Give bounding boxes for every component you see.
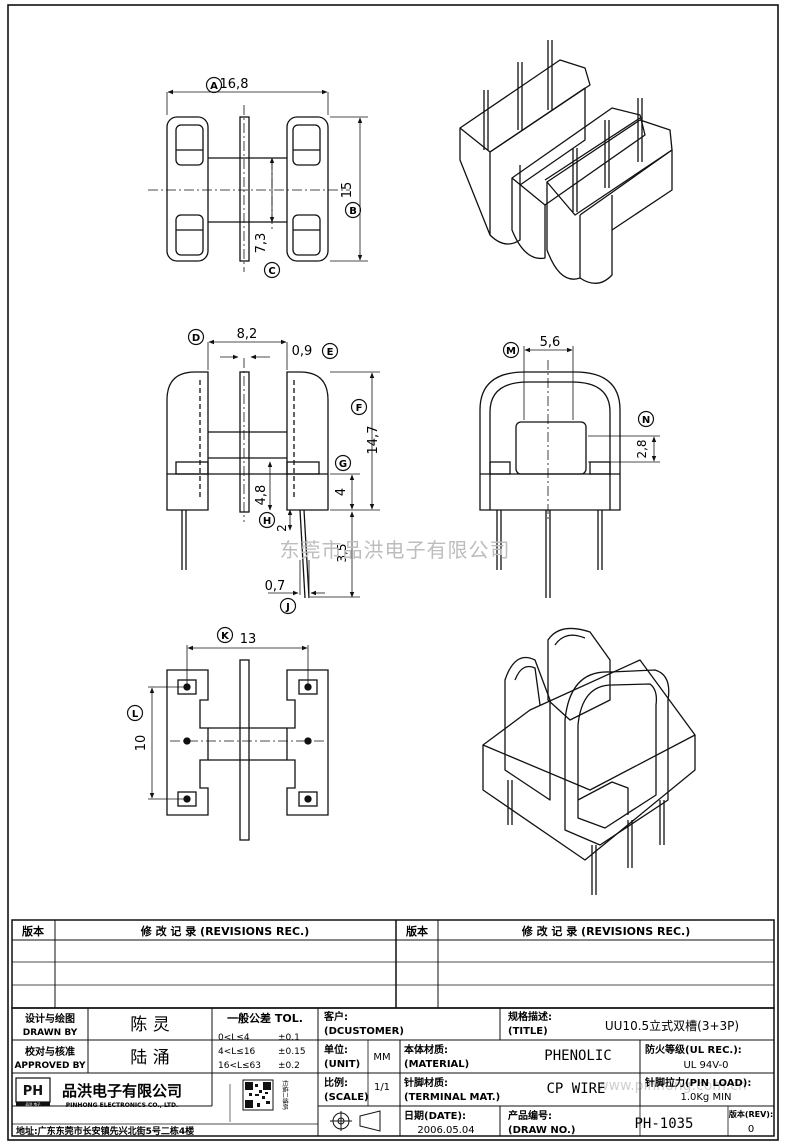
dim-b-value: 15 — [340, 182, 355, 199]
bottom-view — [166, 659, 329, 841]
rev-col-version-left: 版本 — [22, 924, 44, 938]
projection-symbol-icon — [330, 1110, 381, 1132]
tolerance-val-2: ±0.15 — [278, 1047, 306, 1057]
label-b: B — [349, 206, 357, 217]
drawno-label-cn: 产品编号: — [508, 1109, 552, 1122]
fire-value: UL 94V-0 — [683, 1060, 728, 1071]
top-view — [148, 105, 350, 272]
circled-labels: A B C D E F G H J K L M N — [126, 76, 655, 722]
title-block-grid — [11, 1007, 775, 1137]
unit-label-en: (UNIT) — [324, 1059, 360, 1070]
pinload-value: 1.0Kg MIN — [680, 1092, 731, 1103]
qr-caption: 扫描二维码 — [281, 1080, 289, 1110]
rev-col-version-right: 版本 — [406, 924, 428, 938]
tolerance-range-3: 16<L≤63 — [218, 1061, 261, 1071]
spec-label-cn: 规格描述: — [508, 1010, 552, 1023]
scale-label-cn: 比例: — [324, 1076, 348, 1089]
spec-value: UU10.5立式双槽(3+3P) — [605, 1018, 739, 1033]
label-j: J — [285, 602, 290, 613]
label-l: L — [132, 709, 139, 720]
pinload-label: 针脚拉力(PIN LOAD): — [645, 1076, 751, 1089]
label-e: E — [327, 347, 334, 358]
customer-label-cn: 客户: — [323, 1010, 348, 1023]
designer-label-cn: 设计与绘图 — [25, 1012, 75, 1025]
label-d: D — [192, 333, 200, 344]
dim-g-value: 4 — [334, 488, 349, 496]
label-f: F — [356, 403, 363, 414]
company-name-en: PINHONG ELECTRONICS CO., LTD. — [66, 1102, 178, 1109]
designer-name: 陈 灵 — [130, 1015, 169, 1035]
watermark-right: www.pinhong.com.cn — [597, 1078, 747, 1094]
label-g: G — [339, 459, 347, 470]
date-value: 2006.05.04 — [417, 1125, 474, 1136]
label-m: M — [506, 346, 516, 357]
scale-label-en: (SCALE) — [324, 1092, 369, 1103]
tolerance-val-3: ±0.2 — [278, 1061, 300, 1071]
company-address: 地址:广东东莞市长安镇先兴北街5号二栋4楼 — [16, 1125, 194, 1137]
dim-h-value: 4,8 — [254, 485, 269, 506]
tolerance-title: 一般公差 TOL. — [227, 1011, 303, 1025]
checker-name: 陆 涌 — [130, 1048, 169, 1068]
logo-sub: 品洪 电子 — [25, 1102, 41, 1107]
drawno-value: PH-1035 — [634, 1116, 693, 1132]
top-view-dimensions — [166, 89, 368, 262]
unit-value: MM — [373, 1052, 390, 1063]
material-label-en: (MATERIAL) — [404, 1059, 469, 1070]
checker-label-en: APPROVED BY — [14, 1061, 86, 1071]
dim-f-value: 14,7 — [366, 426, 381, 455]
label-h: H — [263, 516, 271, 527]
company-name: 品洪电子有限公司 — [62, 1082, 182, 1100]
material-value: PHENOLIC — [544, 1048, 611, 1064]
terminal-label-cn: 针脚材质: — [404, 1076, 448, 1089]
date-label: 日期(DATE): — [404, 1109, 466, 1122]
bottom-view-dimensions — [148, 645, 309, 800]
rev-value: 0 — [748, 1124, 754, 1135]
label-k: K — [221, 631, 230, 642]
tolerance-range-2: 4<L≤16 — [218, 1047, 256, 1057]
scale-value: 1/1 — [374, 1082, 390, 1093]
side-view-dimensions — [523, 346, 660, 463]
logo-text: PH — [23, 1084, 43, 1099]
designer-label-en: DRAWN BY — [23, 1028, 78, 1038]
terminal-label-en: (TERMINAL MAT.) — [404, 1092, 500, 1103]
fire-label: 防火等级(UL REC.): — [645, 1043, 742, 1056]
rev-col-records-left: 修 改 记 录 (REVISIONS REC.) — [140, 924, 310, 938]
side-view — [479, 360, 621, 598]
front-view — [166, 358, 329, 599]
company-logo: PH 品洪 电子 — [15, 1077, 51, 1107]
spec-label-en: (TITLE) — [508, 1026, 548, 1037]
tolerance-range-1: 0<L≤4 — [218, 1033, 250, 1043]
dim-small-3: 3,5 — [335, 543, 349, 562]
qr-code — [242, 1079, 274, 1111]
rev-col-records-right: 修 改 记 录 (REVISIONS REC.) — [521, 924, 691, 938]
label-a: A — [210, 81, 218, 92]
dim-d-value: 8,2 — [237, 327, 258, 342]
dim-m-value: 5,6 — [540, 335, 561, 350]
dim-small-2: 2 — [275, 524, 289, 532]
checker-label-cn: 校对与核准 — [25, 1045, 75, 1058]
dim-e-value: 0,9 — [292, 344, 313, 359]
dim-a-value: 16,8 — [220, 77, 249, 92]
customer-label-en: (DCUSTOMER) — [324, 1026, 404, 1037]
iso-view-top — [459, 40, 673, 284]
terminal-value: CP WIRE — [546, 1081, 605, 1097]
dim-l-value: 10 — [134, 735, 149, 752]
dim-k-value: 13 — [240, 632, 257, 647]
dim-n-value: 2,8 — [635, 439, 649, 458]
material-label-cn: 本体材质: — [404, 1043, 448, 1056]
label-c: C — [268, 266, 275, 277]
iso-view-bottom — [482, 627, 696, 895]
watermark-center: 东莞市品洪电子有限公司 — [280, 538, 511, 562]
drawno-label-en: (DRAW NO.) — [508, 1125, 575, 1136]
rev-label: 版本(REV): — [728, 1109, 773, 1119]
tolerance-val-1: ±0.1 — [278, 1033, 300, 1043]
label-n: N — [642, 415, 650, 426]
front-view-dimensions — [207, 339, 380, 598]
dim-c-value: 7,3 — [254, 233, 269, 254]
dim-j-value: 0,7 — [265, 579, 286, 594]
unit-label-cn: 单位: — [324, 1043, 348, 1056]
sheet-border — [7, 4, 779, 1141]
